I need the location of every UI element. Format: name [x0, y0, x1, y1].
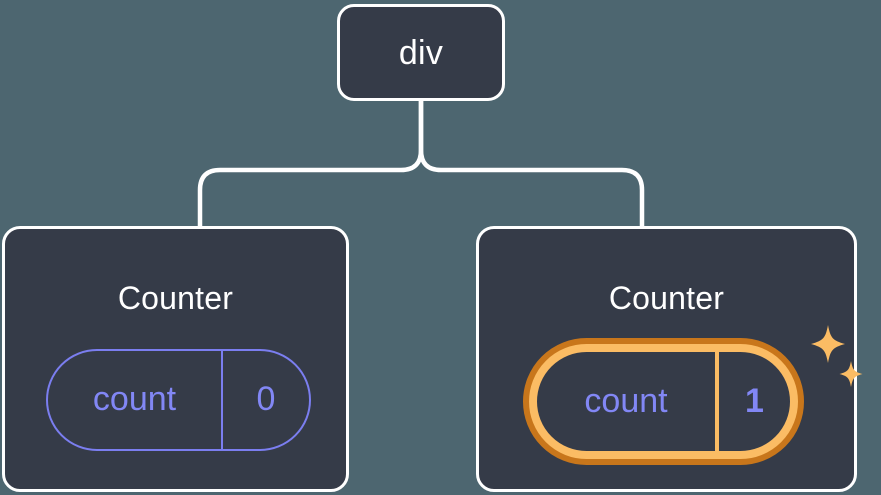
node-div-label: div — [398, 33, 444, 72]
edge-to-right-counter — [418, 98, 645, 231]
sparkle-icon-group — [811, 325, 863, 387]
state-value-label: 1 — [745, 381, 764, 420]
state-key-label: count — [48, 351, 223, 449]
node-counter-left[interactable]: Counter count 0 — [2, 226, 349, 492]
counter-left-title: Counter — [117, 280, 234, 316]
state-pill-count-left[interactable]: count 0 — [46, 349, 311, 451]
counter-right-title: Counter — [608, 280, 725, 316]
highlight-ring-inner: count 1 — [529, 344, 798, 459]
sparkle-icon-large — [811, 325, 845, 363]
state-pill-count-right-highlighted[interactable]: count 1 — [523, 338, 804, 465]
node-counter-right[interactable]: Counter count 1 — [476, 226, 863, 492]
state-key-label: count — [537, 352, 719, 451]
state-value-label: 0 — [256, 380, 276, 418]
node-div[interactable]: div — [337, 4, 505, 101]
edge-to-left-counter — [197, 98, 424, 231]
highlight-ring-outer — [523, 338, 804, 465]
sparkle-icon-small — [839, 361, 863, 387]
